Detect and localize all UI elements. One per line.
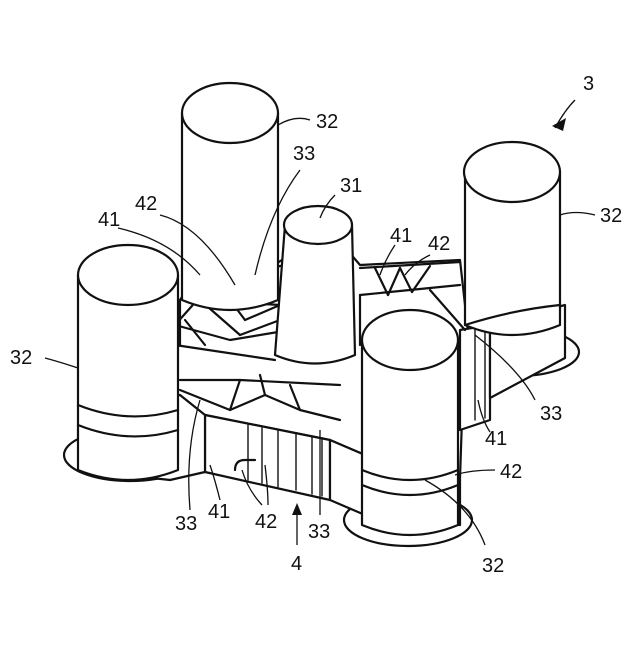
label-33-bottom-left: 33 xyxy=(175,513,197,535)
column-left xyxy=(78,245,178,480)
central-column-top xyxy=(284,206,352,244)
label-42-right: 42 xyxy=(500,461,522,483)
label-32-bottom: 32 xyxy=(482,555,504,577)
label-32-right: 32 xyxy=(600,205,622,227)
central-column-body xyxy=(275,225,355,364)
label-4: 4 xyxy=(291,553,302,575)
label-41-right-top: 41 xyxy=(390,225,412,247)
label-42-left: 42 xyxy=(135,193,157,215)
label-3: 3 xyxy=(583,73,594,95)
label-42-bottom: 42 xyxy=(255,511,277,533)
column-left-top xyxy=(78,245,178,305)
label-33-top: 33 xyxy=(293,143,315,165)
label-41-right: 41 xyxy=(485,428,507,450)
label-32-left: 32 xyxy=(10,347,32,369)
leader-32-left xyxy=(45,358,78,368)
column-right-top xyxy=(464,142,560,202)
leader-32-top xyxy=(278,118,310,125)
central-tapered-column xyxy=(275,206,355,364)
column-front-top xyxy=(362,310,458,370)
column-back-top xyxy=(182,83,278,143)
label-41-bottom: 41 xyxy=(208,501,230,523)
leader-32-right xyxy=(560,213,595,216)
column-front xyxy=(362,310,458,535)
label-41-left: 41 xyxy=(98,209,120,231)
arrowhead-4 xyxy=(292,503,302,515)
label-33-bottom-mid: 33 xyxy=(308,521,330,543)
label-31: 31 xyxy=(340,175,362,197)
label-32-top: 32 xyxy=(316,111,338,133)
column-right xyxy=(464,142,560,335)
label-33-right: 33 xyxy=(540,403,562,425)
label-42-right-top: 42 xyxy=(428,233,450,255)
